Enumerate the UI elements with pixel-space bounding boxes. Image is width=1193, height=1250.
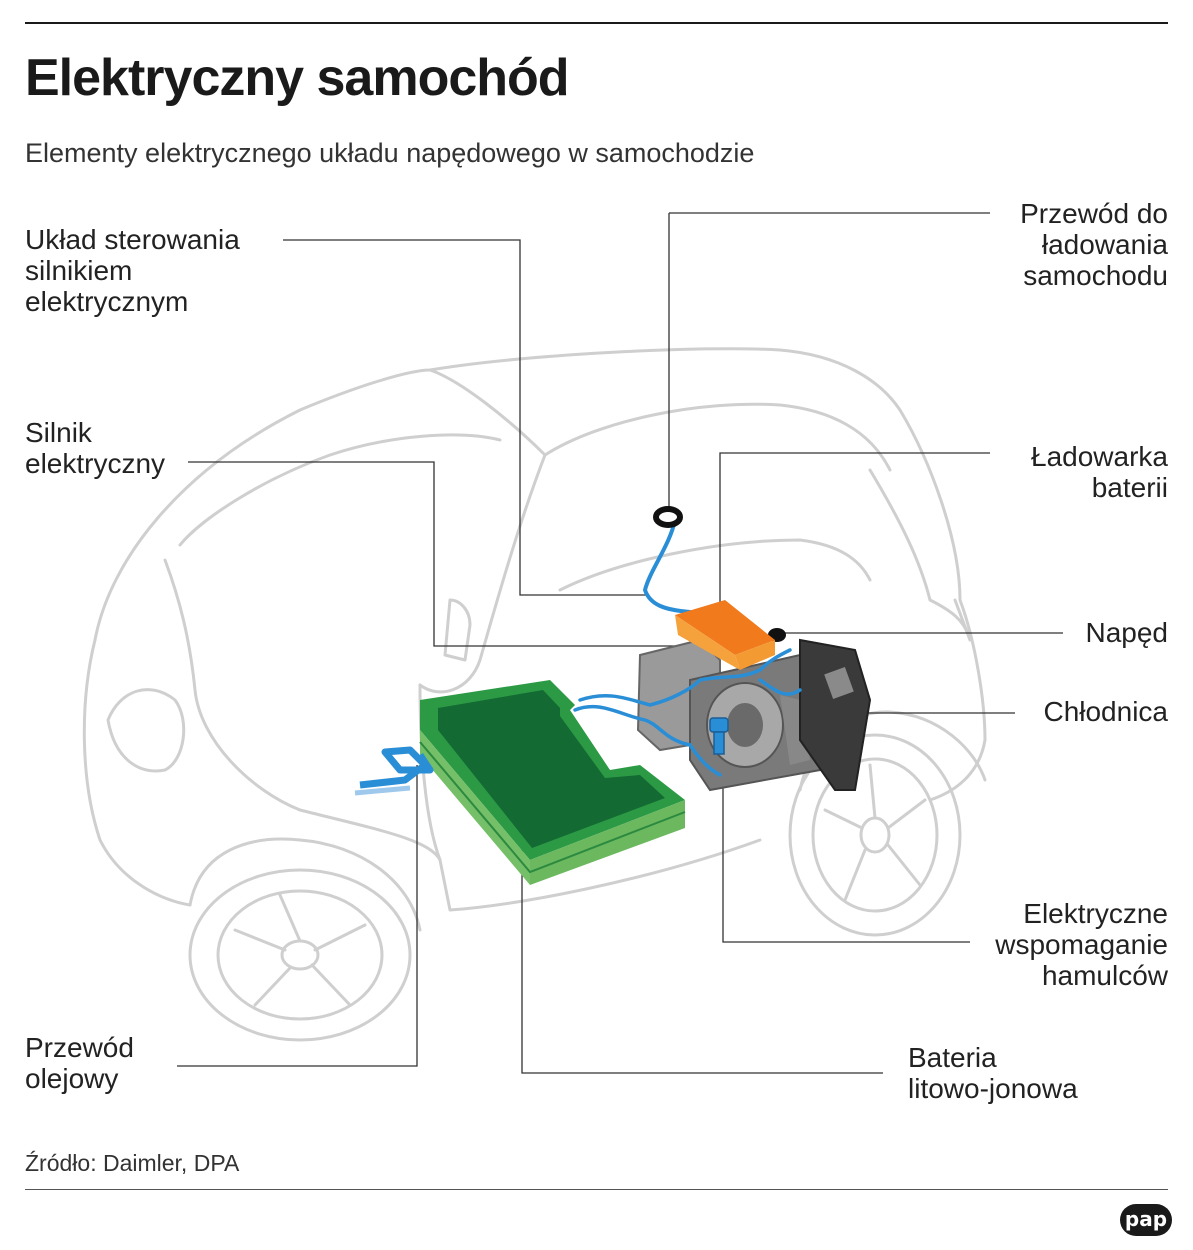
label-radiator: Chłodnica: [1043, 696, 1168, 727]
radiator-drive: [768, 628, 872, 791]
top-rule: [25, 22, 1168, 24]
label-battery-charger: Ładowarka baterii: [1031, 441, 1168, 503]
coolant-cables: [573, 648, 802, 777]
label-brake-booster: Elektryczne wspomaganie hamulców: [995, 898, 1168, 991]
label-oil-line: Przewód olejowy: [25, 1032, 134, 1094]
page-subtitle: Elementy elektrycznego układu napędowego…: [25, 138, 755, 168]
leader-lines: [177, 212, 1063, 1074]
lithium-ion-battery: [419, 680, 686, 885]
battery-charger: [675, 600, 775, 670]
source-note: Źródło: Daimler, DPA: [25, 1150, 240, 1176]
brake-booster: [709, 717, 729, 755]
charging-cable: [642, 518, 692, 614]
pap-logo: pap: [1120, 1204, 1172, 1236]
label-battery: Bateria litowo-jonowa: [908, 1042, 1078, 1104]
label-charging-cable: Przewód do ładowania samochodu: [1020, 198, 1168, 291]
page-title: Elektryczny samochód: [25, 49, 570, 107]
label-control-unit: Układ sterowania silnikiem elektrycznym: [25, 224, 240, 317]
label-electric-motor: Silnik elektryczny: [25, 417, 166, 479]
bottom-rule: [25, 1189, 1168, 1190]
charging-port-icon: [653, 506, 683, 528]
label-drive: Napęd: [1085, 617, 1168, 648]
oil-line: [354, 746, 434, 796]
